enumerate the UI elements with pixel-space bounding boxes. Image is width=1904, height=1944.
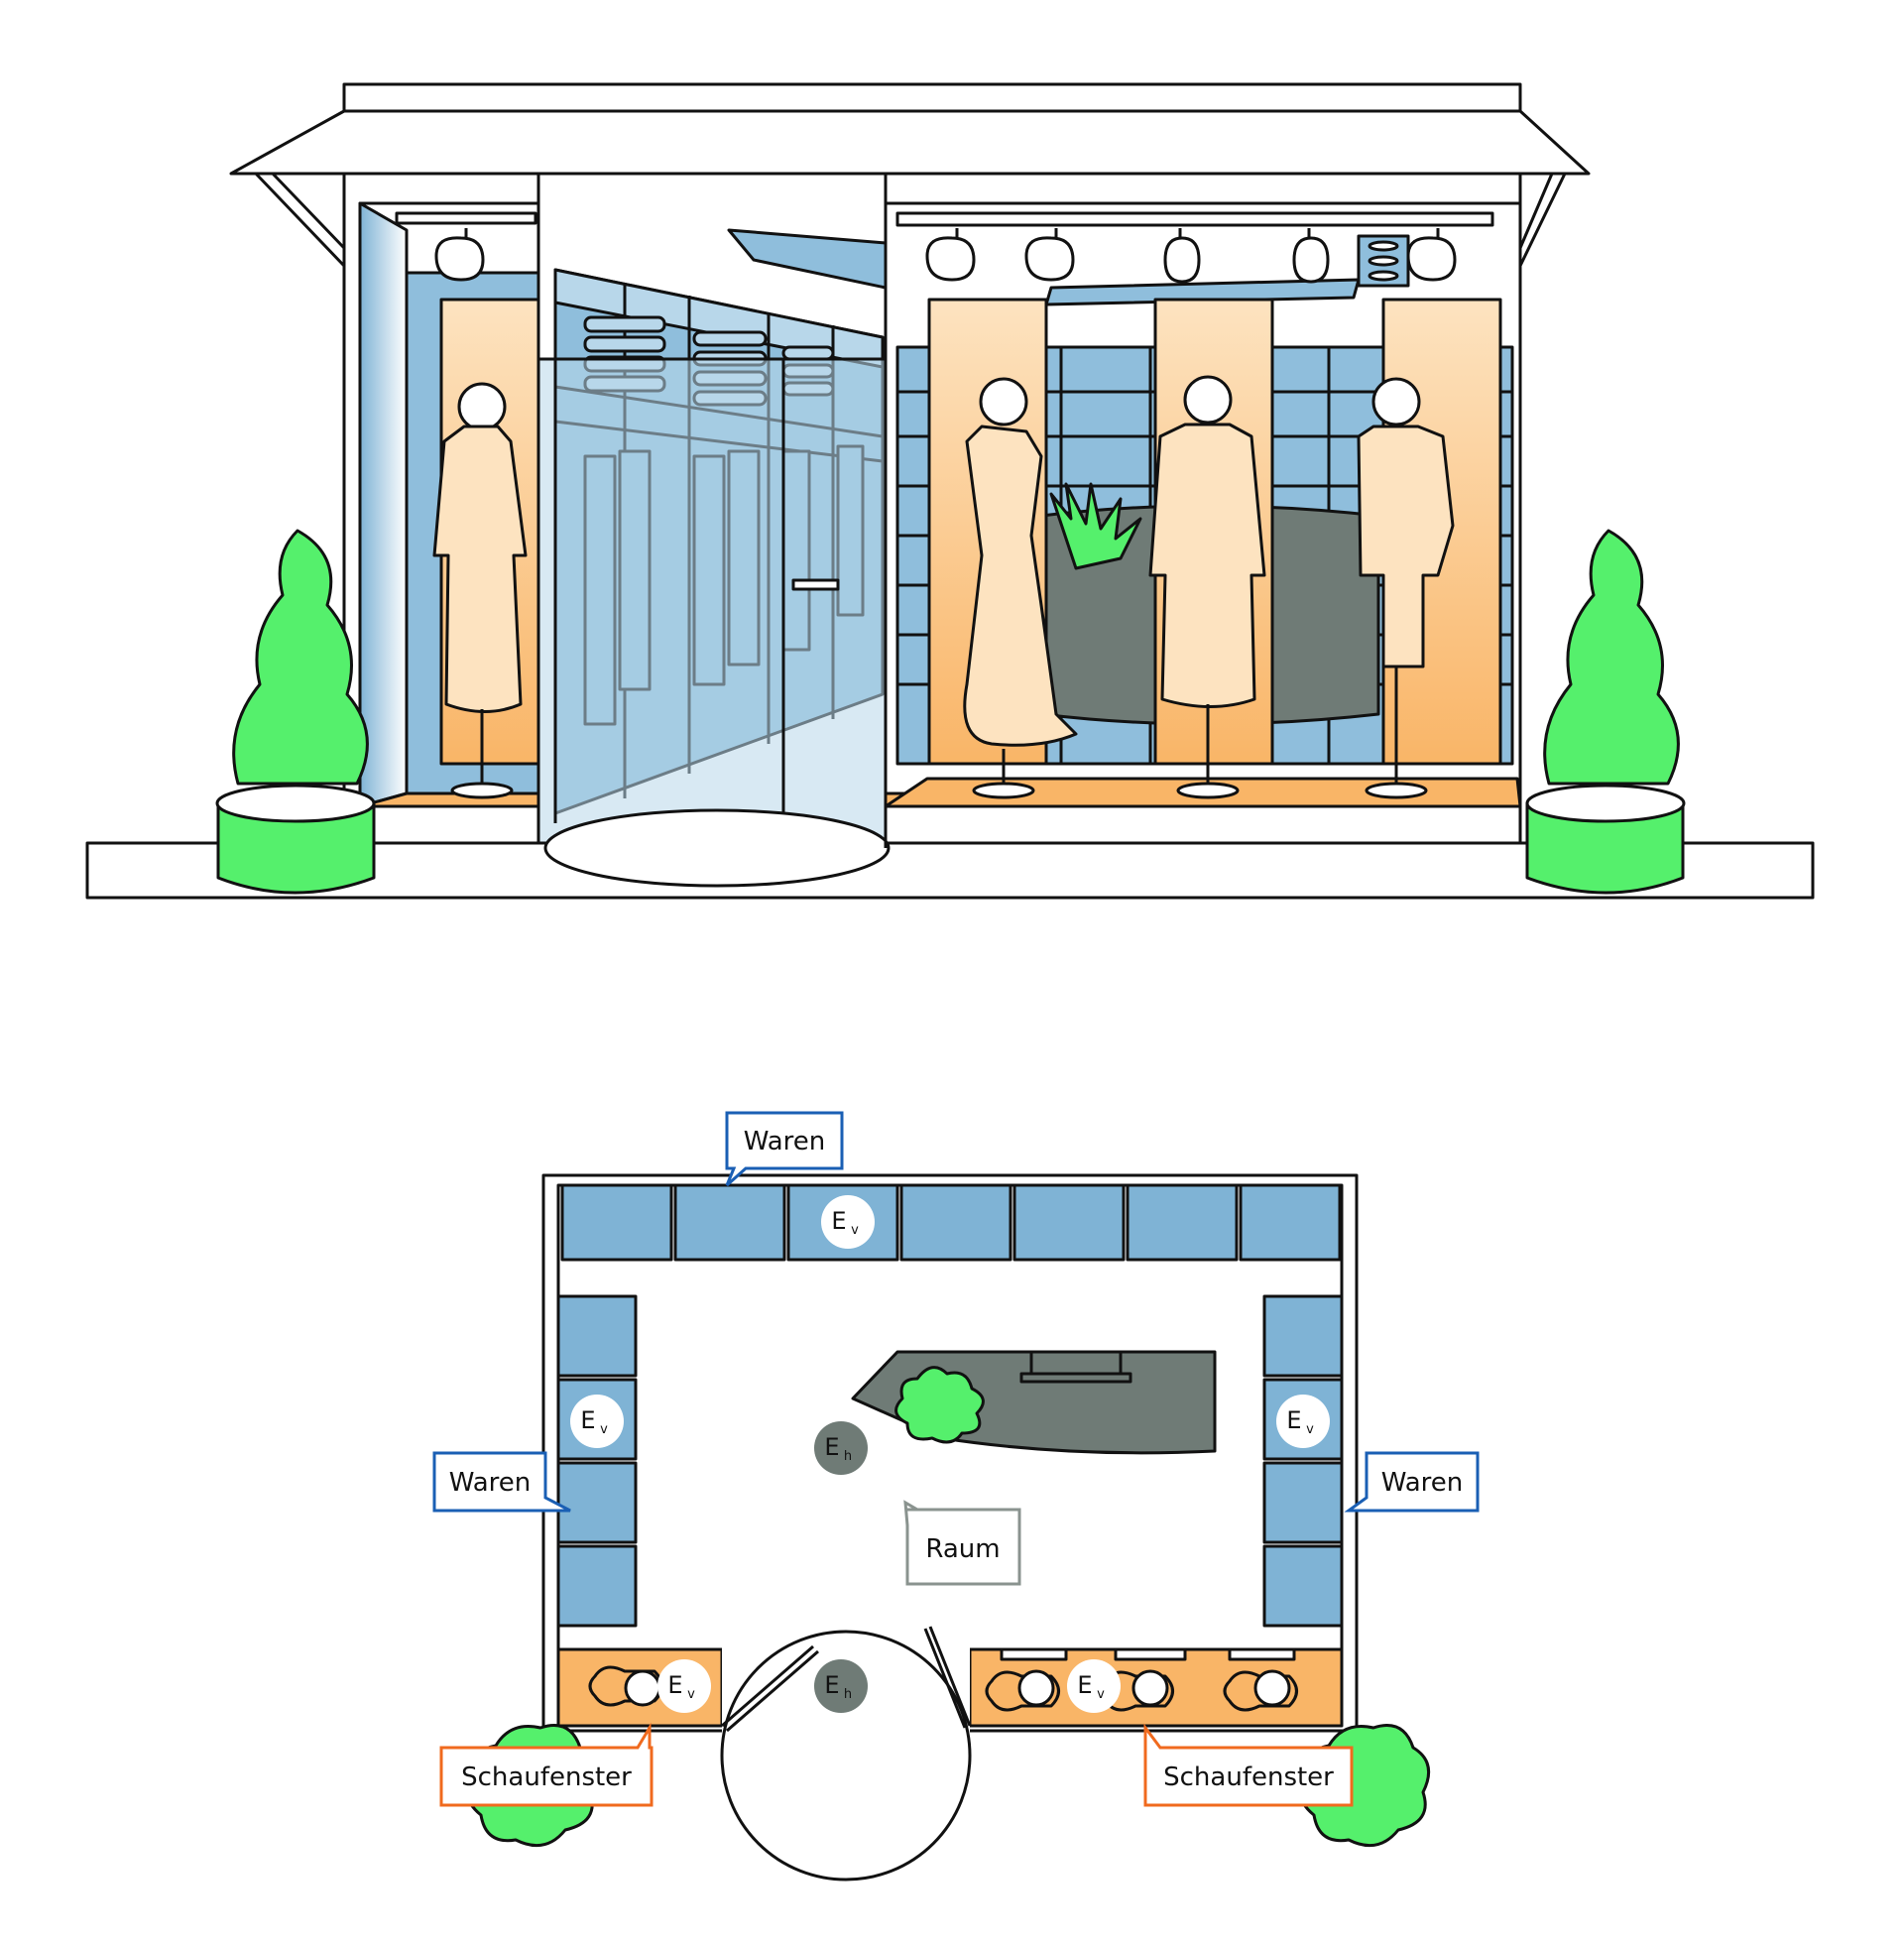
svg-text:v: v bbox=[600, 1422, 608, 1437]
svg-text:E: E bbox=[824, 1671, 839, 1699]
ev-marker-right: E v bbox=[1276, 1395, 1330, 1448]
callout-raum: Raum bbox=[903, 1500, 1021, 1586]
svg-text:Waren: Waren bbox=[1381, 1468, 1464, 1498]
plan-window-right bbox=[968, 1647, 1344, 1728]
mannequin-3 bbox=[1148, 375, 1266, 799]
svg-text:h: h bbox=[844, 1687, 852, 1702]
mannequin-1 bbox=[432, 382, 528, 799]
svg-text:v: v bbox=[1097, 1687, 1105, 1702]
awning bbox=[229, 82, 1591, 268]
svg-text:E: E bbox=[667, 1671, 682, 1699]
svg-text:Raum: Raum bbox=[925, 1534, 1000, 1564]
svg-text:E: E bbox=[580, 1406, 595, 1434]
svg-text:Schaufenster: Schaufenster bbox=[461, 1762, 632, 1792]
eh-marker-room: E h bbox=[814, 1421, 868, 1475]
planter-left bbox=[215, 529, 376, 895]
ev-marker-window-right: E v bbox=[1067, 1659, 1121, 1713]
mannequin-2 bbox=[963, 377, 1078, 799]
ev-marker-window-left: E v bbox=[657, 1659, 711, 1713]
svg-text:E: E bbox=[1286, 1406, 1301, 1434]
svg-text:Schaufenster: Schaufenster bbox=[1163, 1762, 1334, 1792]
ev-marker-left: E v bbox=[570, 1395, 624, 1448]
svg-text:E: E bbox=[824, 1433, 839, 1461]
plan-inner-wall bbox=[556, 1183, 1344, 1723]
callout-waren-top: Waren bbox=[725, 1111, 844, 1187]
counter bbox=[851, 1350, 1217, 1455]
svg-text:Waren: Waren bbox=[744, 1127, 826, 1156]
svg-text:E: E bbox=[831, 1207, 846, 1235]
callout-schaufenster-left: Schaufenster bbox=[439, 1722, 654, 1807]
shelf-top bbox=[560, 1183, 1342, 1262]
svg-text:v: v bbox=[687, 1687, 695, 1702]
svg-text:E: E bbox=[1077, 1671, 1092, 1699]
mannequin-4 bbox=[1357, 377, 1455, 799]
callout-schaufenster-right: Schaufenster bbox=[1143, 1723, 1354, 1807]
planter-right bbox=[1525, 529, 1686, 895]
svg-text:Waren: Waren bbox=[449, 1468, 532, 1498]
svg-text:v: v bbox=[851, 1223, 859, 1238]
entrance-interior bbox=[536, 172, 891, 888]
spotlights bbox=[434, 228, 1457, 288]
svg-text:v: v bbox=[1306, 1422, 1314, 1437]
storefront-elevation bbox=[85, 82, 1815, 900]
ev-marker-top: E v bbox=[821, 1195, 875, 1249]
revolving-door bbox=[720, 1626, 972, 1882]
callout-waren-right: Waren bbox=[1344, 1451, 1480, 1513]
eh-marker-entrance: E h bbox=[814, 1659, 868, 1713]
svg-text:h: h bbox=[844, 1449, 852, 1464]
callout-waren-left: Waren bbox=[432, 1451, 571, 1513]
